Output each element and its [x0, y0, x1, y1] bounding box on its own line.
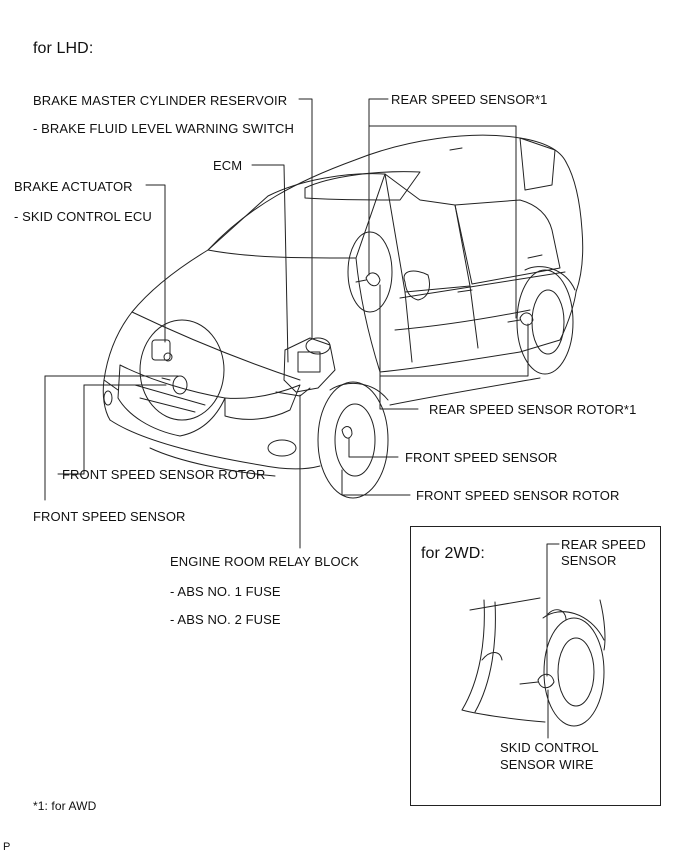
label-front-speed-sensor-rotor-right: FRONT SPEED SENSOR ROTOR — [416, 488, 620, 503]
engine-bay-parts — [275, 337, 336, 397]
label-front-speed-sensor-left: FRONT SPEED SENSOR — [33, 509, 186, 524]
car-body — [102, 134, 584, 477]
inset-2wd-panel — [410, 526, 661, 806]
rear-left-wheel-phantom — [347, 231, 393, 313]
label-front-speed-sensor-rotor-left: FRONT SPEED SENSOR ROTOR — [62, 467, 266, 482]
label-engine-room-relay-block: ENGINE ROOM RELAY BLOCK — [170, 554, 359, 569]
label-brake-actuator: BRAKE ACTUATOR — [14, 179, 133, 194]
label-brake-master-reservoir: BRAKE MASTER CYLINDER RESERVOIR — [33, 93, 288, 108]
page-title: for LHD: — [33, 40, 94, 57]
corner-mark: P — [3, 841, 11, 853]
label-skid-control-ecu: - SKID CONTROL ECU — [14, 209, 152, 224]
label-rear-speed-sensor: REAR SPEED SENSOR*1 — [391, 92, 548, 107]
inset-label-skid-wire-1: SKID CONTROL — [500, 740, 599, 755]
inset-rear-wheel-art — [461, 597, 606, 727]
label-abs-fuse-1: - ABS NO. 1 FUSE — [170, 584, 281, 599]
label-brake-fluid-switch: - BRAKE FLUID LEVEL WARNING SWITCH — [33, 121, 295, 136]
front-right-wheel — [317, 381, 389, 499]
front-left-wheel-phantom — [139, 319, 225, 421]
front-right-sensor-part — [341, 426, 353, 439]
rear-speed-sensor-part — [355, 272, 534, 326]
footnote: *1: for AWD — [33, 799, 97, 813]
label-abs-fuse-2: - ABS NO. 2 FUSE — [170, 612, 281, 627]
inset-label-skid-wire-2: SENSOR WIRE — [500, 757, 594, 772]
front-left-sensor-part — [161, 375, 188, 395]
leader-lines — [44, 98, 560, 739]
label-ecm: ECM — [213, 158, 243, 173]
label-rear-speed-sensor-rotor: REAR SPEED SENSOR ROTOR*1 — [429, 402, 637, 417]
inset-label-rear-speed-sensor-2: SENSOR — [561, 553, 617, 568]
label-front-speed-sensor-right: FRONT SPEED SENSOR — [405, 450, 558, 465]
inset-title: for 2WD: — [421, 545, 485, 562]
inset-label-rear-speed-sensor-1: REAR SPEED — [561, 537, 646, 552]
brake-actuator-part — [151, 339, 173, 362]
rear-right-wheel — [516, 266, 576, 375]
